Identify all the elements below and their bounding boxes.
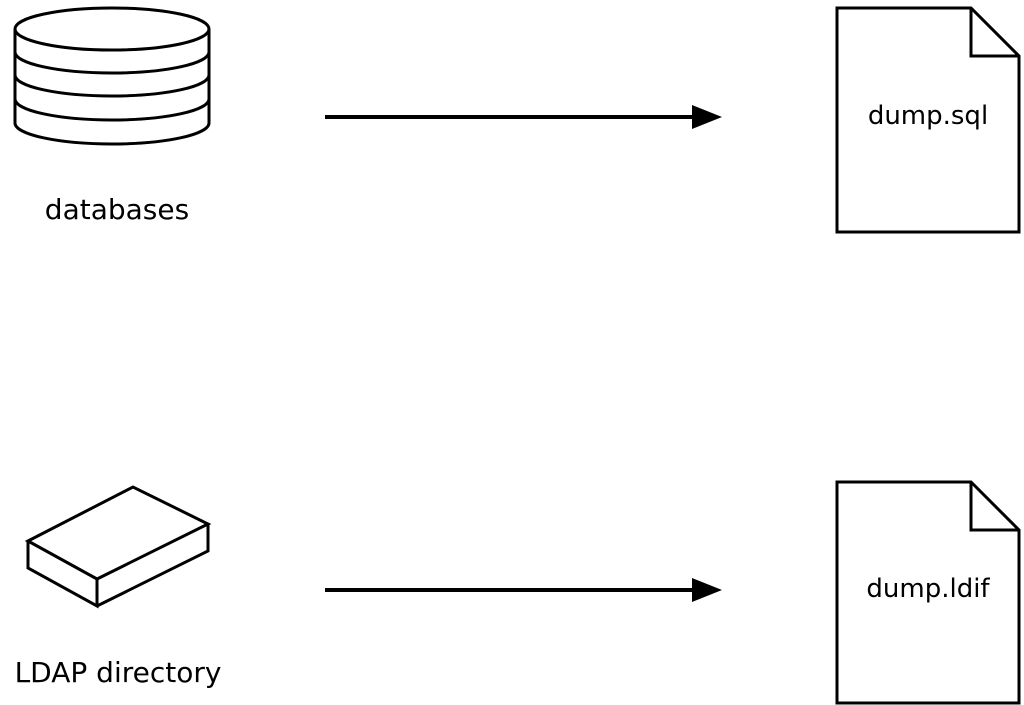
database-cylinder-icon [13, 6, 211, 146]
box-3d-icon [24, 485, 212, 609]
arrow-right-icon [325, 105, 722, 129]
document-icon-ldif [835, 480, 1021, 705]
ldap-directory-label: LDAP directory [14, 656, 222, 689]
arrow-right-icon [325, 578, 722, 602]
dump-ldif-label: dump.ldif [866, 574, 990, 604]
document-icon-sql [835, 6, 1021, 234]
dump-sql-label: dump.sql [867, 101, 989, 131]
databases-label: databases [44, 193, 190, 226]
